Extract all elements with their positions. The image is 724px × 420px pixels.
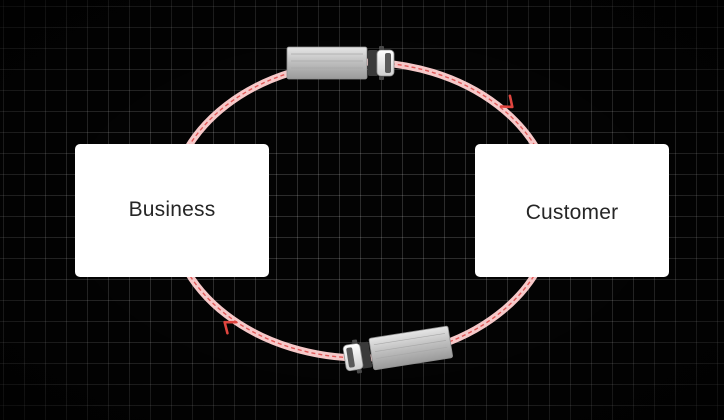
delivery-truck-icon: [286, 46, 395, 80]
business-label: Business: [128, 197, 216, 221]
customer-node: Customer: [475, 144, 669, 277]
delivery-truck-icon: [342, 325, 453, 374]
customer-label: Customer: [525, 200, 619, 224]
direction-arrow-icon: [223, 320, 238, 335]
business-node: Business: [75, 144, 269, 277]
direction-arrow-icon: [499, 94, 514, 109]
